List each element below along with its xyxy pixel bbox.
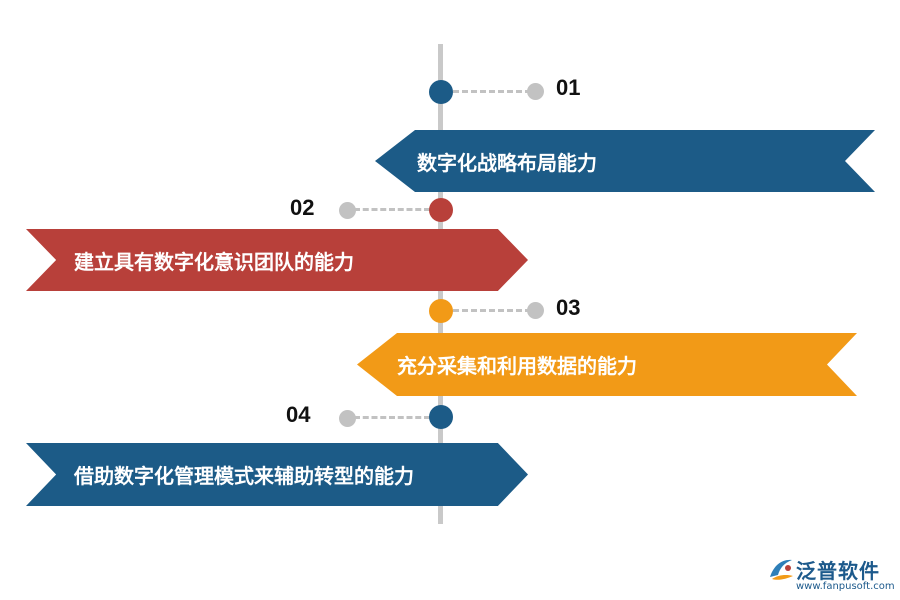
step-4-connector (354, 416, 430, 419)
logo-url: www.fanpusoft.com (796, 581, 895, 592)
step-2-number: 02 (290, 195, 315, 220)
step-3-connector (453, 309, 531, 312)
step-2-node (429, 198, 453, 222)
step-4-label: 借助数字化管理模式来辅助转型的能力 (74, 464, 414, 488)
step-4-banner: 借助数字化管理模式来辅助转型的能力 (26, 443, 528, 506)
step-2-end-dot (339, 202, 356, 219)
step-3-end-dot (527, 302, 544, 319)
step-1-node (429, 80, 453, 104)
step-4-end-dot (339, 410, 356, 427)
step-1-banner: 数字化战略布局能力 (375, 130, 875, 192)
step-1-connector (453, 90, 531, 93)
step-4-number: 04 (286, 402, 311, 427)
step-2-label: 建立具有数字化意识团队的能力 (74, 249, 354, 274)
logo-name: 泛普软件 (796, 559, 880, 583)
step-4-node (429, 405, 453, 429)
step-3-number: 03 (556, 295, 581, 320)
step-1-label: 数字化战略布局能力 (417, 150, 597, 175)
step-2-banner: 建立具有数字化意识团队的能力 (26, 229, 528, 291)
step-2-connector (354, 208, 430, 211)
fanpu-logo-icon (770, 559, 793, 580)
step-1-end-dot (527, 83, 544, 100)
brand-logo: 泛普软件 www.fanpusoft.com (768, 555, 895, 597)
step-3-label: 充分采集和利用数据的能力 (397, 354, 637, 378)
step-3-banner: 充分采集和利用数据的能力 (357, 333, 857, 396)
step-3-node (429, 299, 453, 323)
step-1-number: 01 (556, 75, 581, 100)
